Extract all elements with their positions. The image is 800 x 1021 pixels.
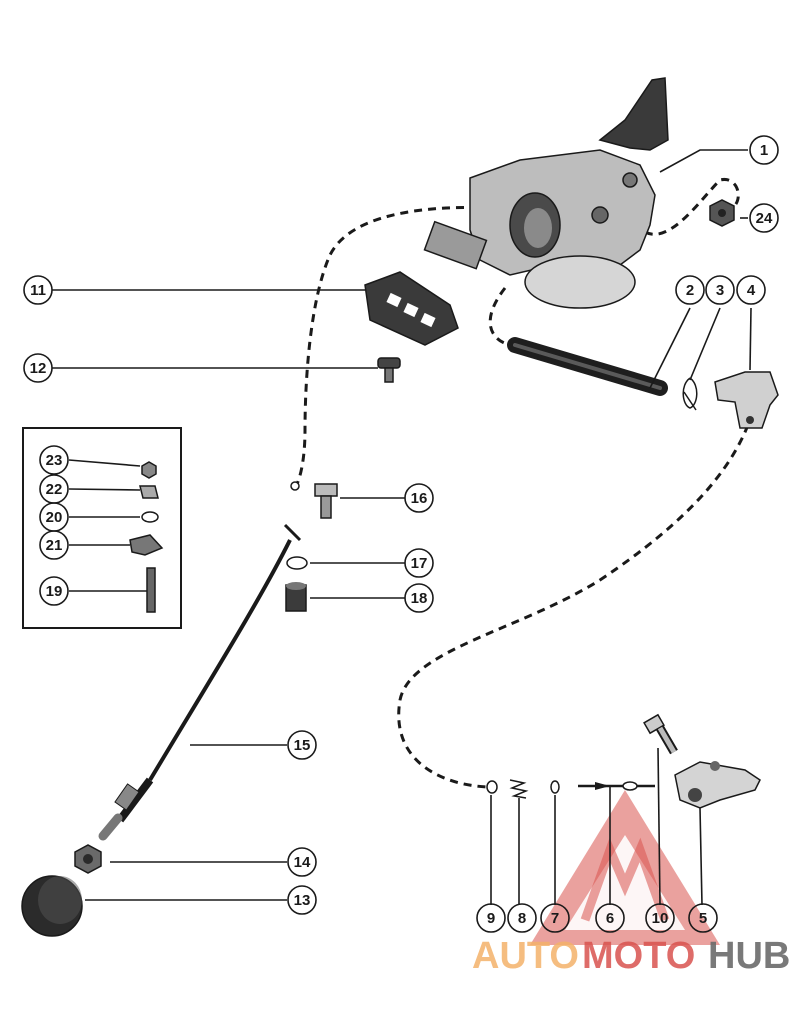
callout-18: 18 [404, 583, 434, 613]
fuel-line-dashed-lower [397, 424, 750, 789]
hose-clip-3 [682, 377, 698, 411]
callout-14: 14 [287, 847, 317, 877]
hardware-inset-box [22, 427, 182, 629]
callout-label: 1 [760, 142, 768, 159]
callout-15: 15 [287, 730, 317, 760]
leader-lines [52, 149, 752, 906]
fuel-line-dashed-carb [488, 287, 511, 347]
watermark-letter-m [580, 837, 670, 922]
watermark-text: AUTO MOTO HUB [472, 935, 790, 977]
callout-17: 17 [404, 548, 434, 578]
stud-19 [146, 567, 156, 613]
bolt-16 [314, 483, 338, 519]
vent-line-dashed [644, 178, 740, 236]
callout-1: 1 [749, 135, 779, 165]
choke-plate-11 [364, 271, 459, 346]
callout-4: 4 [736, 275, 766, 305]
ball-7 [550, 780, 560, 794]
carb-throat-inner [524, 208, 552, 248]
callout-16: 16 [404, 483, 434, 513]
carburetor [423, 77, 669, 309]
callout-7: 7 [540, 903, 570, 933]
callout-label: 4 [747, 282, 756, 299]
watermark-moto: MOTO [582, 935, 695, 977]
callout-label: 14 [294, 854, 311, 871]
nut-14 [74, 844, 102, 874]
callout-label: 19 [46, 583, 63, 600]
callout-11: 11 [23, 275, 53, 305]
bolt-10 [643, 713, 678, 755]
fuel-connector-5 [674, 761, 761, 809]
callout-8: 8 [507, 903, 537, 933]
callout-3: 3 [705, 275, 735, 305]
carb-screw-side [591, 206, 609, 224]
o-ring-9 [486, 780, 498, 794]
elbow-fitting-4 [714, 371, 779, 429]
screw-12 [377, 357, 401, 383]
callout-label: 8 [518, 910, 526, 927]
float-bowl [524, 255, 636, 309]
needle-6 [578, 781, 655, 791]
callout-9: 9 [476, 903, 506, 933]
nut-24 [709, 199, 735, 227]
lock-nut-22 [139, 485, 159, 499]
washer-20 [141, 511, 159, 523]
watermark-logo [530, 790, 720, 945]
callout-label: 20 [46, 509, 63, 526]
throttle-lever [598, 77, 669, 151]
carb-screw-top [622, 172, 638, 188]
callout-21: 21 [39, 530, 69, 560]
callout-12: 12 [23, 353, 53, 383]
watermark-auto: AUTO [472, 935, 579, 977]
callout-22: 22 [39, 474, 69, 504]
mounting-flange [423, 220, 488, 270]
washer-17 [286, 556, 308, 570]
callout-label: 7 [551, 910, 559, 927]
callout-label: 3 [716, 282, 724, 299]
callout-label: 2 [686, 282, 694, 299]
callout-24: 24 [749, 203, 779, 233]
callout-label: 22 [46, 481, 63, 498]
callout-label: 21 [46, 537, 63, 554]
callout-6: 6 [595, 903, 625, 933]
callout-5: 5 [688, 903, 718, 933]
carburetor-body [469, 149, 656, 276]
callout-20: 20 [39, 502, 69, 532]
callout-label: 6 [606, 910, 614, 927]
callout-label: 17 [411, 555, 428, 572]
callout-label: 9 [487, 910, 495, 927]
callout-10: 10 [645, 903, 675, 933]
callout-label: 23 [46, 452, 63, 469]
callout-label: 18 [411, 590, 428, 607]
watermark-hub: HUB [708, 935, 790, 977]
nut-23 [141, 461, 157, 479]
choke-cable-15 [98, 481, 302, 841]
bushing-18 [285, 582, 307, 612]
callout-label: 16 [411, 490, 428, 507]
callout-label: 13 [294, 892, 311, 909]
callout-19: 19 [39, 576, 69, 606]
callout-label: 12 [30, 360, 47, 377]
callout-label: 5 [699, 910, 707, 927]
callout-label: 10 [652, 910, 669, 927]
inset-parts [129, 461, 164, 613]
clip-21 [129, 534, 164, 556]
spring-8 [509, 779, 529, 799]
choke-knob-13 [21, 875, 83, 937]
callout-13: 13 [287, 885, 317, 915]
callout-label: 15 [294, 737, 311, 754]
callout-label: 11 [30, 282, 46, 299]
callout-label: 24 [756, 210, 773, 227]
callout-23: 23 [39, 445, 69, 475]
choke-wire-dashed [293, 206, 493, 489]
callout-2: 2 [675, 275, 705, 305]
